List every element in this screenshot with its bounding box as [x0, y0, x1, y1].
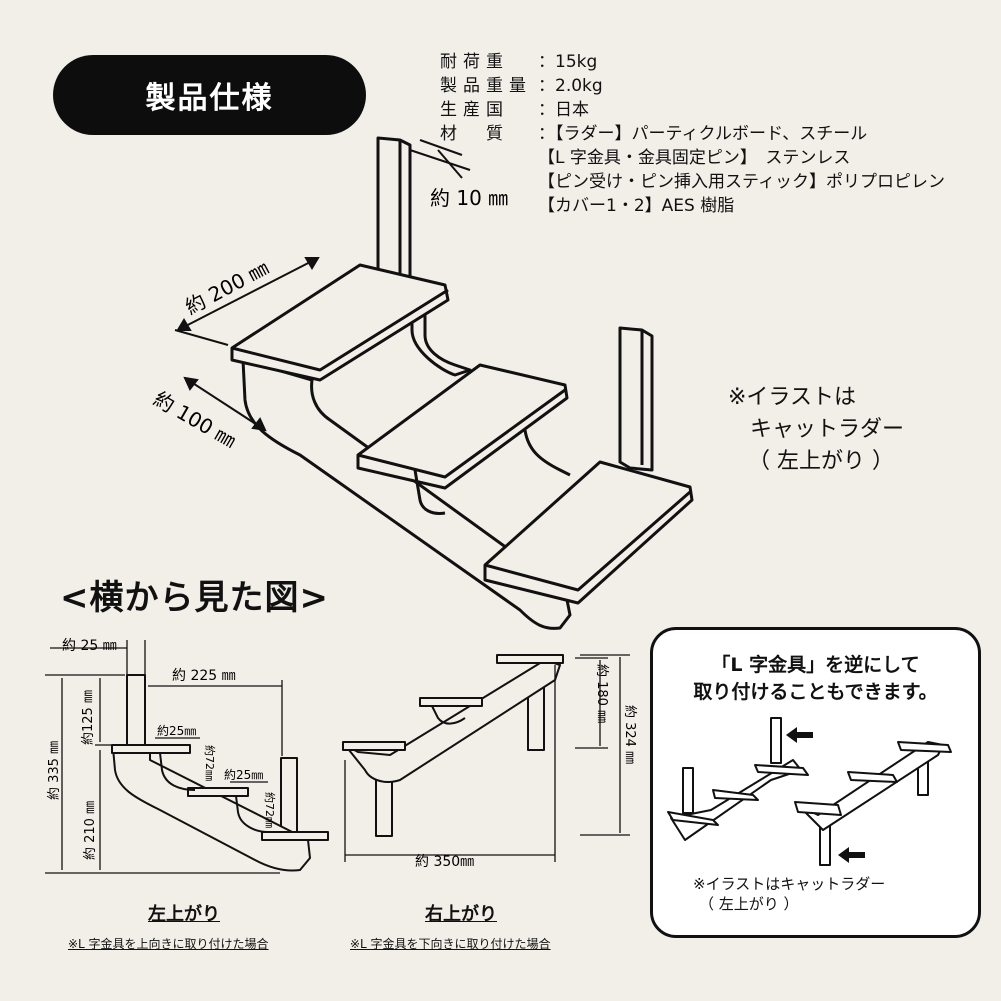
spec-row: 耐荷重 ：15kg — [440, 50, 945, 74]
note-line: （ 左上がり ） — [748, 449, 894, 474]
box-heading-line: 「L 字金具」を逆にして — [711, 654, 920, 676]
right-rail — [344, 659, 561, 783]
dim-total-height: 約 335 ㎜ — [47, 741, 62, 800]
reverse-bracket-box: 「L 字金具」を逆にして 取り付けることもできます。 ※イラストはキャットラダー… — [650, 627, 981, 938]
note-line: キャットラダー — [750, 417, 905, 442]
right-caption: 右上がり — [425, 904, 497, 925]
spec-label: 生産国 — [440, 100, 509, 120]
left-post-b — [280, 757, 298, 834]
reverse-illustrations — [667, 717, 952, 866]
left-rail — [112, 747, 311, 872]
left-post-a — [126, 674, 146, 746]
dim-gap1: 約25㎜ — [157, 723, 196, 738]
section-title-badge: 製品仕様 — [53, 55, 366, 135]
step-middle — [356, 363, 569, 490]
dim-rise2: 約72㎜ — [263, 792, 277, 828]
note-line: ※イラストは — [728, 385, 856, 410]
spec-label: 耐荷重 — [440, 52, 509, 72]
dim-gap2: 約25㎜ — [224, 767, 263, 782]
spec-row: 生産国 ：日本 — [440, 98, 945, 122]
dim-post-height: 約125 ㎜ — [81, 690, 96, 745]
illustration-note: ※イラストは キャットラダー （ 左上がり ） — [728, 382, 904, 478]
dim-post-width: 約 25 ㎜ — [62, 638, 117, 654]
spec-value: ：【ラダー】パーティクルボード、スチール — [538, 124, 868, 144]
side-view-title: <横から見た図> — [60, 578, 329, 618]
spec-row: 【カバー1・2】AES 樹脂 — [440, 194, 945, 218]
spec-label: 材 質 — [440, 124, 509, 144]
right-subcaption: ※L 字金具を下向きに取り付けた場合 — [350, 937, 551, 951]
box-note: ※イラストはキャットラダー （ 左上がり ） — [693, 874, 885, 914]
dim-right-width: 約 350㎜ — [415, 854, 474, 870]
spec-value: ：2.0kg — [538, 76, 603, 96]
box-heading-line: 取り付けることもできます。 — [693, 681, 938, 703]
spec-value: 【L 字金具・金具固定ピン】 ステンレス — [538, 148, 851, 168]
left-caption: 左上がり — [148, 904, 220, 925]
step-bottom — [483, 460, 694, 605]
spec-list: 耐荷重 ：15kg 製品重量 ：2.0kg 生産国 ：日本 材 質 ：【ラダー】パーティ… — [440, 50, 945, 218]
dim-right-total-height: 約 324 ㎜ — [622, 705, 637, 764]
spec-value: 【カバー1・2】AES 樹脂 — [538, 196, 735, 216]
spec-row: 【L 字金具・金具固定ピン】 ステンレス — [440, 146, 945, 170]
dim-rise1: 約72㎜ — [203, 745, 217, 781]
right-post-b — [375, 777, 393, 837]
box-heading: 「L 字金具」を逆にして 取り付けることもできます。 — [653, 652, 978, 706]
spec-row: 【ピン受け・ピン挿入用スティック】ポリプロピレン — [440, 170, 945, 194]
spec-row: 製品重量 ：2.0kg — [440, 74, 945, 98]
step-top — [230, 263, 450, 382]
spec-row: 材 質 ：【ラダー】パーティクルボード、スチール — [440, 122, 945, 146]
thickness-label: 約 10 ㎜ — [430, 186, 508, 210]
left-subcaption: ※L 字金具を上向きに取り付けた場合 — [68, 937, 269, 951]
spec-label: 製品重量 — [440, 76, 532, 96]
box-note-line: ※イラストはキャットラダー — [693, 875, 886, 893]
section-title: 製品仕様 — [145, 81, 274, 116]
dim-lower-height: 約 210 ㎜ — [83, 801, 98, 860]
box-note-line: （ 左上がり ） — [699, 895, 799, 913]
dim-step-offset: 約 225 ㎜ — [172, 668, 236, 684]
spec-value: ：日本 — [538, 100, 589, 120]
spec-value: 【ピン受け・ピン挿入用スティック】ポリプロピレン — [538, 172, 945, 192]
dim-upper-height: 約 180 ㎜ — [594, 664, 609, 723]
spec-value: ：15kg — [538, 52, 598, 72]
